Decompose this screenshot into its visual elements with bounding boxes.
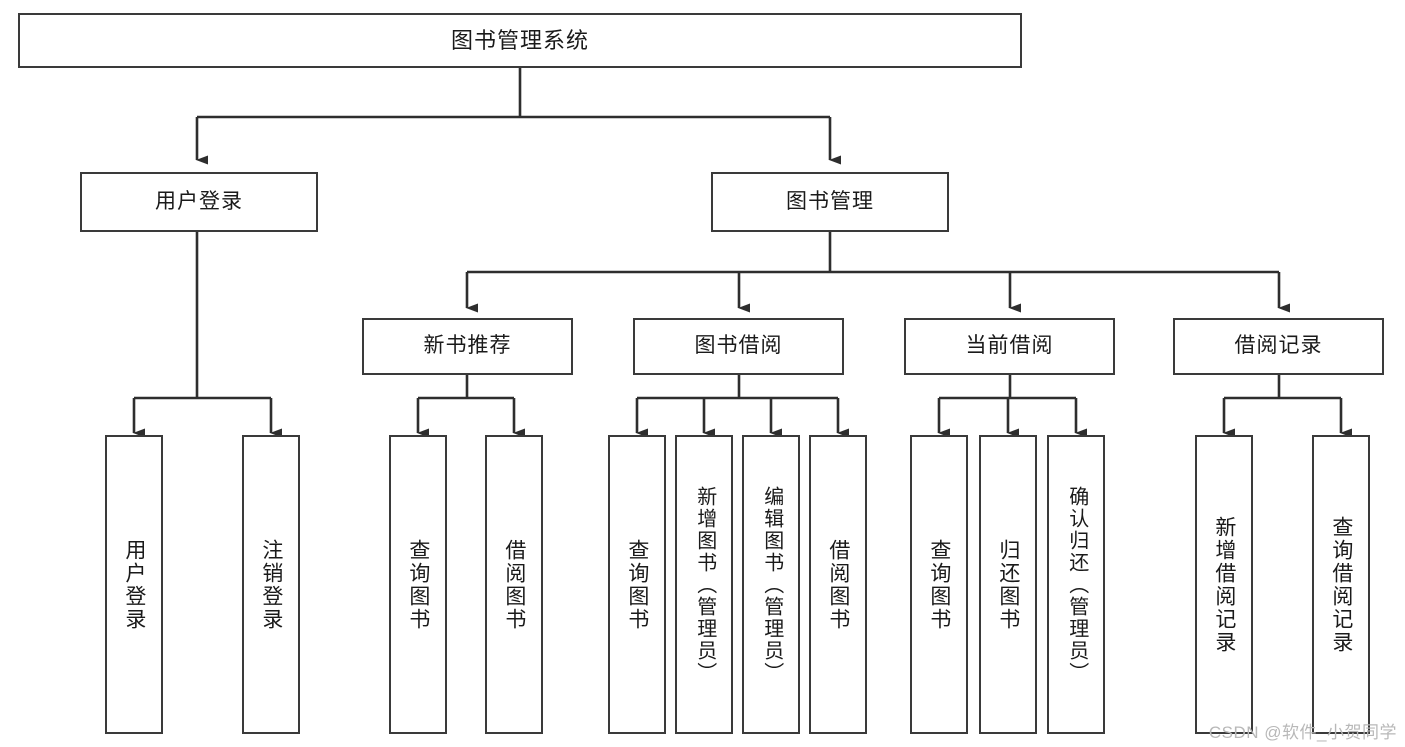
leaf-borrow-book[interactable]: 借阅图书 [809,435,867,734]
leaf-return-book[interactable]: 归还图书 [979,435,1037,734]
node-root-system[interactable]: 图书管理系统 [18,13,1022,68]
node-book-borrow[interactable]: 图书借阅 [633,318,844,375]
leaf-user-login[interactable]: 用户登录 [105,435,163,734]
node-label: 用户登录 [122,538,146,631]
leaf-query-borrow-record[interactable]: 查询借阅记录 [1312,435,1370,734]
leaf-add-book-admin[interactable]: 新增图书（管理员） [675,435,733,734]
node-label: 新增借阅记录 [1212,515,1236,654]
node-label: 借阅记录 [1234,334,1323,358]
node-label: 新增图书（管理员） [693,485,716,684]
node-label: 用户登录 [155,189,243,213]
leaf-query-book-recommend[interactable]: 查询图书 [389,435,447,734]
node-label: 图书管理 [786,189,874,213]
node-new-book-recommend[interactable]: 新书推荐 [362,318,573,375]
leaf-query-book[interactable]: 查询图书 [608,435,666,734]
leaf-borrow-book-recommend[interactable]: 借阅图书 [485,435,543,734]
node-label: 编辑图书（管理员） [760,485,783,684]
leaf-query-book-current[interactable]: 查询图书 [910,435,968,734]
node-label: 归还图书 [996,538,1020,631]
node-user-login[interactable]: 用户登录 [80,172,318,232]
node-label: 查询图书 [625,538,649,631]
node-label: 查询图书 [406,538,430,631]
node-label: 注销登录 [259,538,283,631]
leaf-edit-book-admin[interactable]: 编辑图书（管理员） [742,435,800,734]
node-label: 新书推荐 [423,334,512,358]
leaf-add-borrow-record[interactable]: 新增借阅记录 [1195,435,1253,734]
node-current-borrow[interactable]: 当前借阅 [904,318,1115,375]
node-borrow-record[interactable]: 借阅记录 [1173,318,1384,375]
node-book-management[interactable]: 图书管理 [711,172,949,232]
watermark-text: CSDN @软件_小贺同学 [1208,723,1397,742]
leaf-user-logout[interactable]: 注销登录 [242,435,300,734]
node-label: 查询借阅记录 [1329,515,1353,654]
node-label: 借阅图书 [826,538,850,631]
node-label: 当前借阅 [965,334,1054,358]
node-label: 借阅图书 [502,538,526,631]
node-label: 图书管理系统 [450,27,589,53]
node-label: 查询图书 [927,538,951,631]
leaf-confirm-return-admin[interactable]: 确认归还（管理员） [1047,435,1105,734]
node-label: 图书借阅 [694,334,783,358]
node-label: 确认归还（管理员） [1065,485,1088,684]
